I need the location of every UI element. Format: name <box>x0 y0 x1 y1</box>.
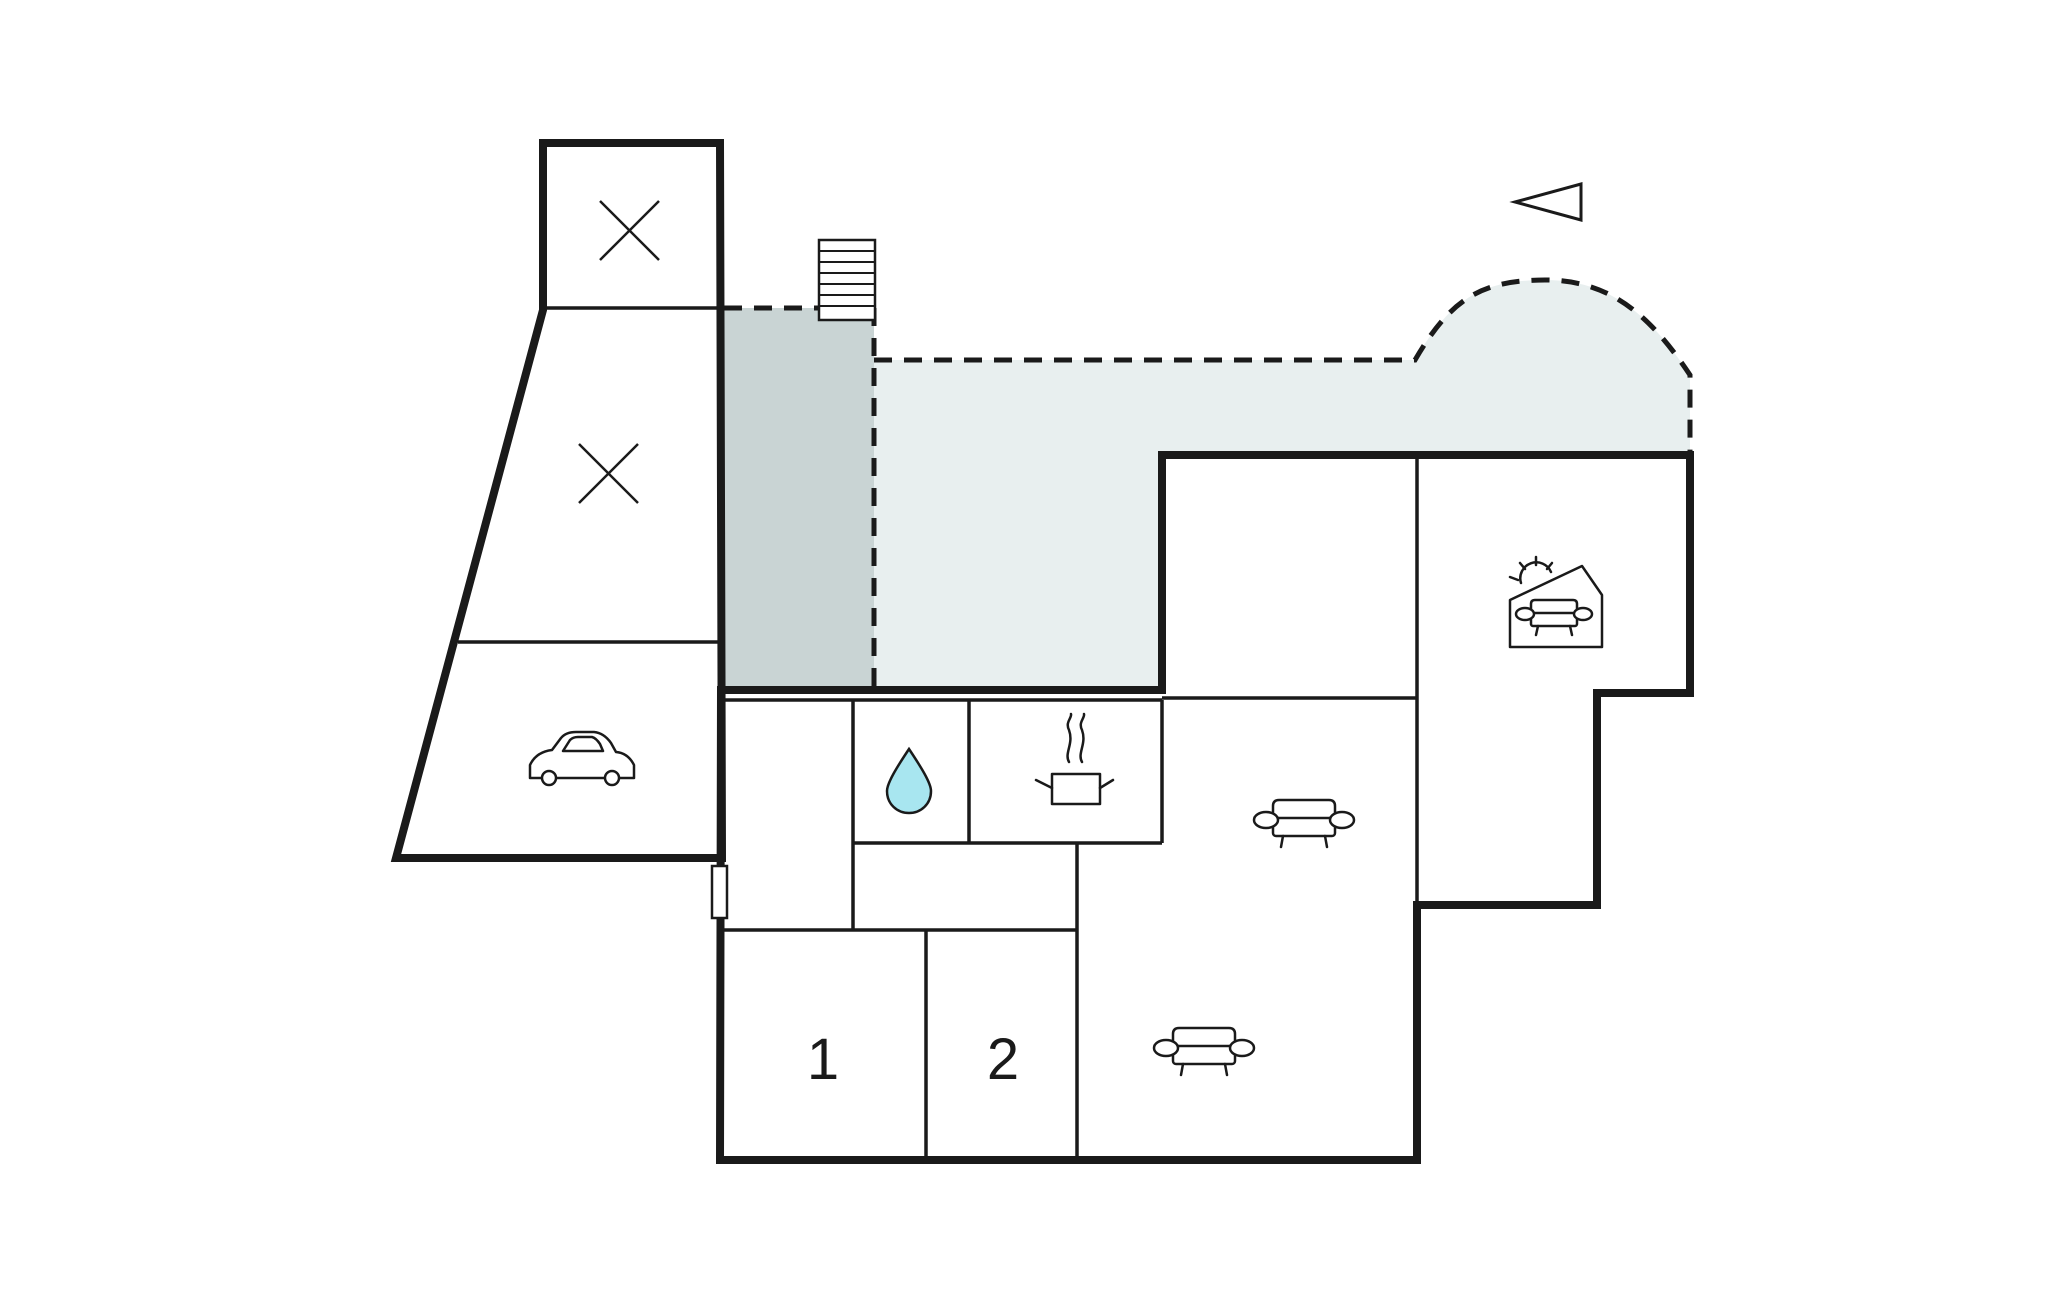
sunroom-sofa-icon <box>1508 555 1604 649</box>
annex-wall <box>390 139 727 862</box>
cooking-pot-icon <box>1034 712 1115 806</box>
terrace-outline-open <box>874 277 1693 455</box>
north-arrow-icon <box>1509 182 1583 222</box>
cross-icon <box>599 200 660 261</box>
house-wall <box>715 451 1694 1164</box>
open-terrace <box>874 280 1690 690</box>
covered-terrace <box>724 308 874 690</box>
stairs-icon <box>817 238 877 322</box>
room-number-1: 1 <box>807 1027 839 1092</box>
cross-icon <box>578 443 639 504</box>
room-number-2: 2 <box>987 1027 1019 1092</box>
entrance-door <box>710 864 729 920</box>
sofa-icon <box>1152 1026 1256 1077</box>
car-icon <box>528 730 636 787</box>
water-drop-icon <box>885 746 933 815</box>
sofa-icon <box>1252 798 1356 849</box>
